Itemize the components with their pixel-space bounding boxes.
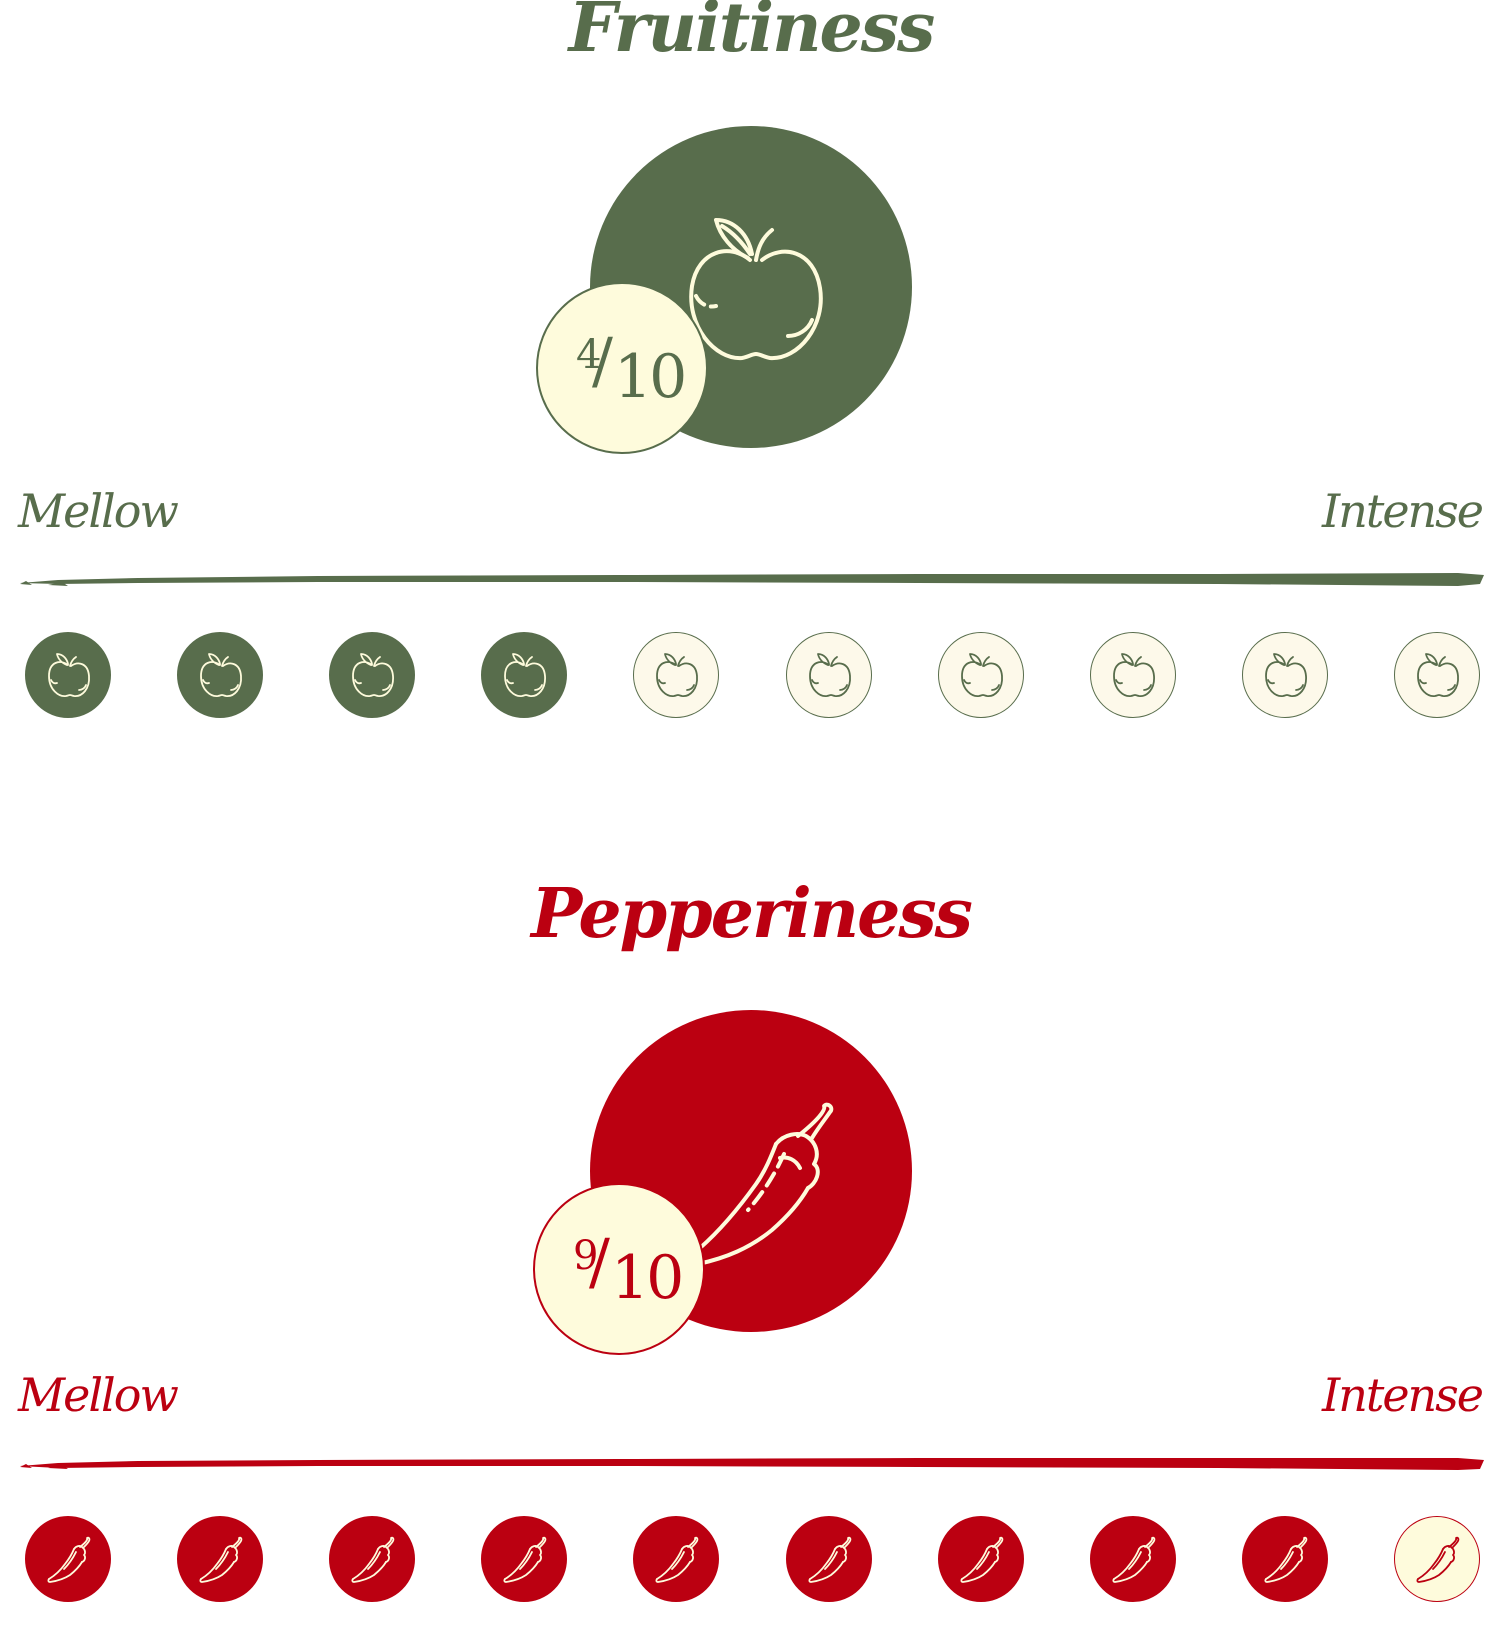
- pepperiness-dot-filled: [25, 1516, 111, 1602]
- chili-pepper-icon: [47, 1536, 91, 1583]
- fruitiness-dot-filled: [177, 632, 263, 718]
- pepperiness-dot-filled: [1090, 1516, 1176, 1602]
- pepperiness-dot-filled: [481, 1516, 567, 1602]
- chili-pepper-icon: [655, 1536, 699, 1583]
- fruitiness-dot-filled: [25, 632, 111, 718]
- fruitiness-dot-filled: [481, 632, 567, 718]
- pepperiness-scale-line: [20, 1458, 1484, 1470]
- apple-icon: [200, 653, 242, 697]
- apple-icon: [961, 653, 1003, 697]
- pepperiness-dot-filled: [1242, 1516, 1328, 1602]
- fruitiness-dot-empty: [786, 632, 872, 718]
- fruitiness-dot-scale: [25, 632, 1480, 722]
- fruitiness-section: Fruitiness 4 / 10 Mellow Intense: [0, 0, 1502, 760]
- apple-icon: [1417, 653, 1459, 697]
- pepperiness-dot-filled: [786, 1516, 872, 1602]
- fruitiness-dot-empty: [1394, 632, 1480, 718]
- chili-pepper-icon: [199, 1536, 243, 1583]
- apple-icon: [504, 653, 546, 697]
- pepperiness-dot-filled: [938, 1516, 1024, 1602]
- pepperiness-title: Pepperiness: [531, 874, 973, 954]
- score-slash: /: [592, 324, 613, 397]
- fruitiness-score-max: 10: [614, 342, 687, 412]
- pepperiness-dot-scale: [25, 1516, 1480, 1606]
- fruitiness-scale-line: [20, 573, 1484, 586]
- pepperiness-section: Pepperiness 9 / 10 Mellow Intense: [0, 880, 1502, 1627]
- apple-icon: [689, 218, 823, 361]
- chili-pepper-icon: [808, 1536, 852, 1583]
- pepperiness-low-label: Mellow: [18, 1368, 179, 1422]
- fruitiness-dot-empty: [1242, 632, 1328, 718]
- fruitiness-dot-empty: [938, 632, 1024, 718]
- chili-pepper-icon: [960, 1536, 1004, 1583]
- fruitiness-high-label: Intense: [1322, 484, 1484, 538]
- score-slash: /: [589, 1225, 610, 1298]
- fruitiness-score-badge: 4 / 10: [536, 282, 708, 454]
- fruitiness-dot-filled: [329, 632, 415, 718]
- chili-pepper-icon: [1112, 1536, 1156, 1583]
- pepperiness-score-max: 10: [611, 1243, 684, 1313]
- chili-pepper-icon: [1264, 1536, 1308, 1583]
- apple-icon: [656, 653, 698, 697]
- chili-pepper-icon: [503, 1536, 547, 1583]
- fruitiness-score: 4: [576, 332, 602, 378]
- chili-pepper-icon: [351, 1536, 395, 1583]
- pepperiness-dot-filled: [633, 1516, 719, 1602]
- fruitiness-title: Fruitiness: [568, 0, 936, 68]
- pepperiness-high-label: Intense: [1322, 1368, 1484, 1422]
- apple-icon: [809, 653, 851, 697]
- pepperiness-dot-empty: [1394, 1516, 1480, 1602]
- fruitiness-dot-empty: [633, 632, 719, 718]
- apple-icon: [352, 653, 394, 697]
- chili-pepper-icon: [1416, 1536, 1460, 1583]
- pepperiness-score: 9: [573, 1233, 599, 1279]
- apple-icon: [48, 653, 90, 697]
- pepperiness-dot-filled: [177, 1516, 263, 1602]
- pepperiness-dot-filled: [329, 1516, 415, 1602]
- fruitiness-dot-empty: [1090, 632, 1176, 718]
- apple-icon: [1265, 653, 1307, 697]
- fruitiness-low-label: Mellow: [18, 484, 179, 538]
- pepperiness-score-badge: 9 / 10: [533, 1183, 705, 1355]
- apple-icon: [1113, 653, 1155, 697]
